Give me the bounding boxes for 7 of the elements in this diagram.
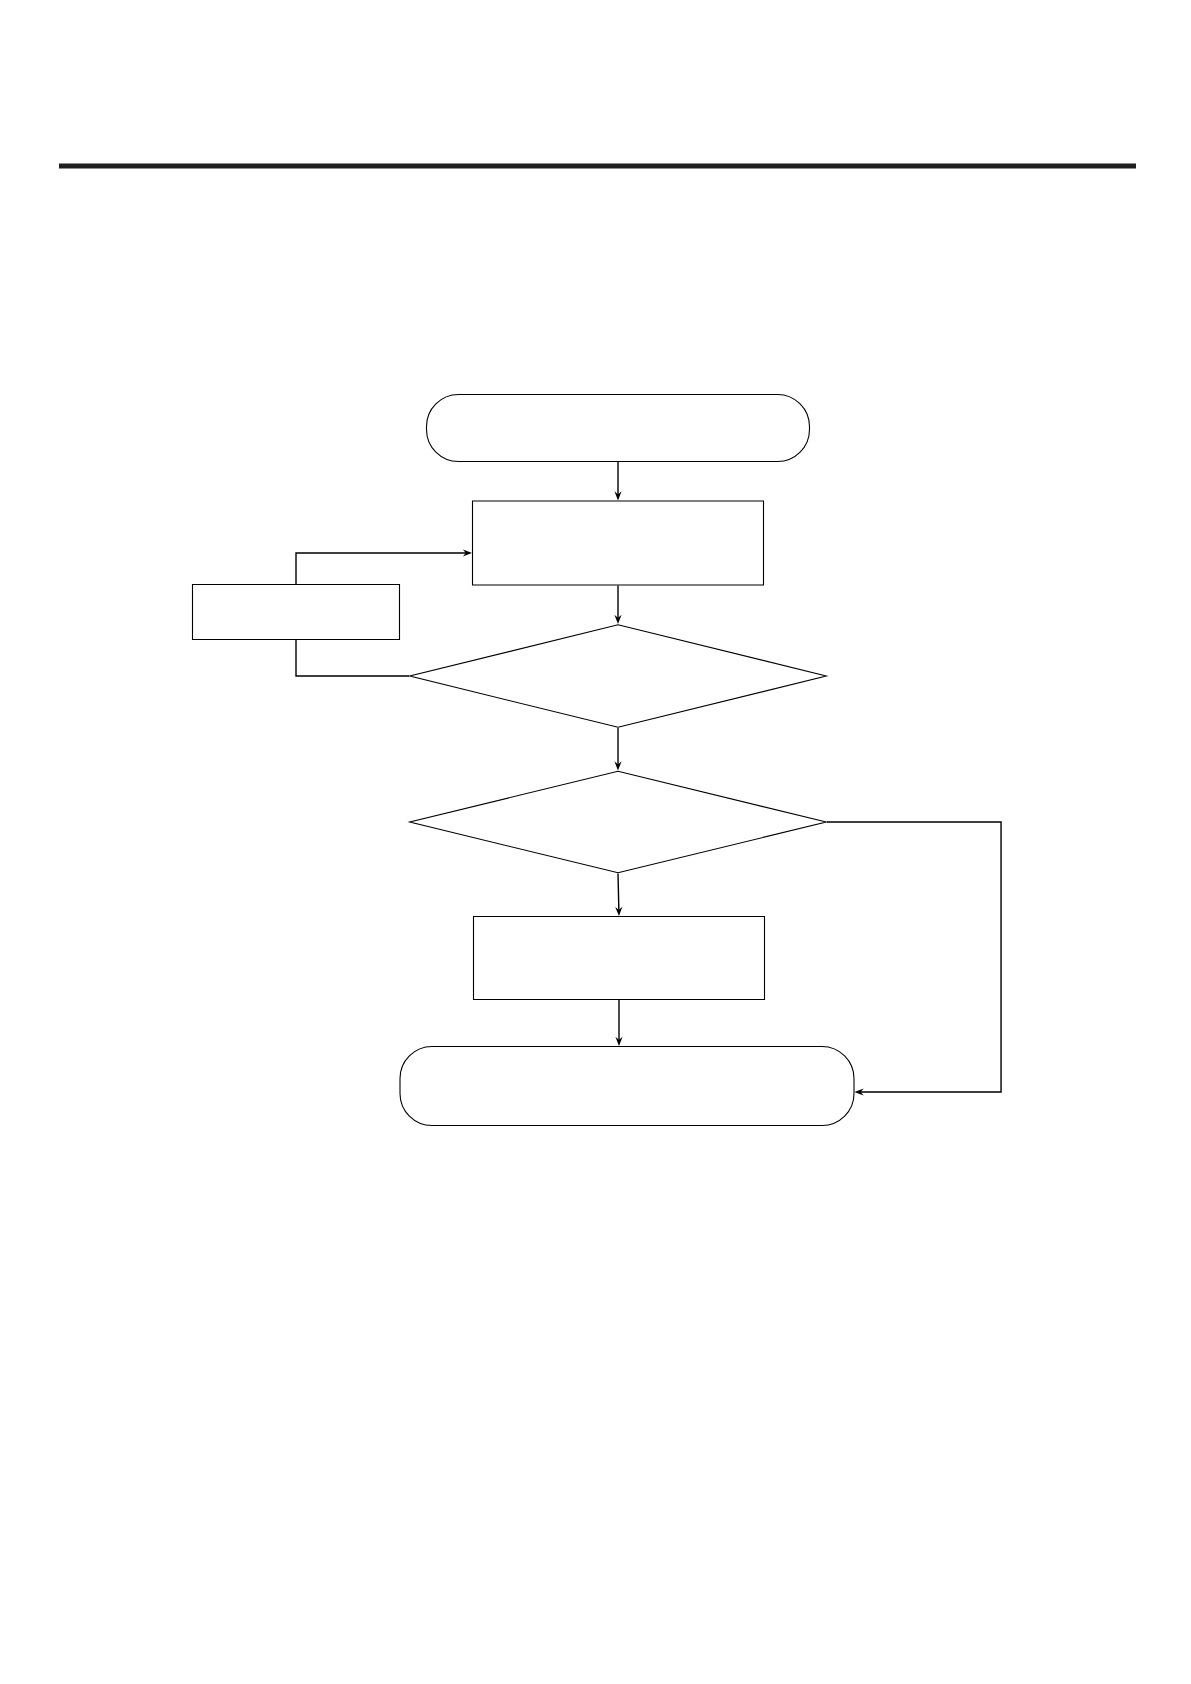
connector-line <box>295 639 410 677</box>
process-box <box>191 583 401 641</box>
arrow <box>826 821 1002 1096</box>
process-box <box>472 915 766 1001</box>
process-box <box>471 500 765 586</box>
terminal-box <box>399 1045 855 1127</box>
terminal-box <box>425 393 811 463</box>
